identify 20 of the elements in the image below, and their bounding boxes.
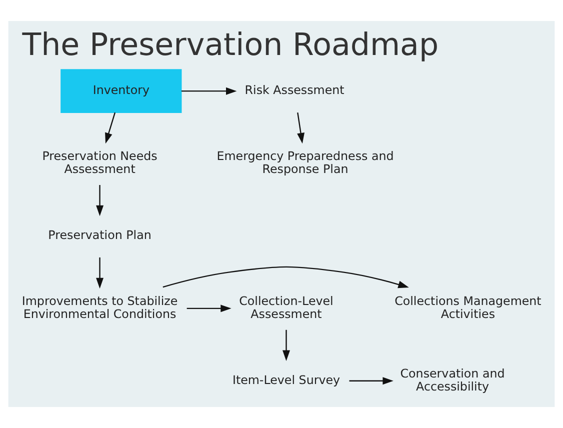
node-text: Preservation Needs Assessment <box>42 148 158 176</box>
node-text: Emergency Preparedness and Response Plan <box>216 148 394 176</box>
node-text: Collections Management Activities <box>394 294 542 321</box>
node-box: Inventory <box>60 69 182 114</box>
arrow <box>96 257 104 289</box>
arrow <box>96 184 104 216</box>
arrow <box>297 112 304 144</box>
node-text: Preservation Plan <box>48 228 152 242</box>
arrow <box>349 377 394 385</box>
arrow <box>105 112 116 144</box>
arrow <box>181 87 237 95</box>
node-text: Collection-Level Assessment <box>239 294 334 321</box>
node-text: Conservation and Accessibility <box>400 366 505 394</box>
arrow <box>282 330 290 362</box>
node-text: Improvements to Stabilize Environmental Conditions <box>22 294 178 321</box>
node-text: Risk Assessment <box>244 83 344 98</box>
node-text: Item-Level Survey <box>232 372 340 387</box>
arrow <box>162 266 409 288</box>
diagram-title: The Preservation Roadmap <box>22 27 439 64</box>
arrow <box>186 304 232 312</box>
